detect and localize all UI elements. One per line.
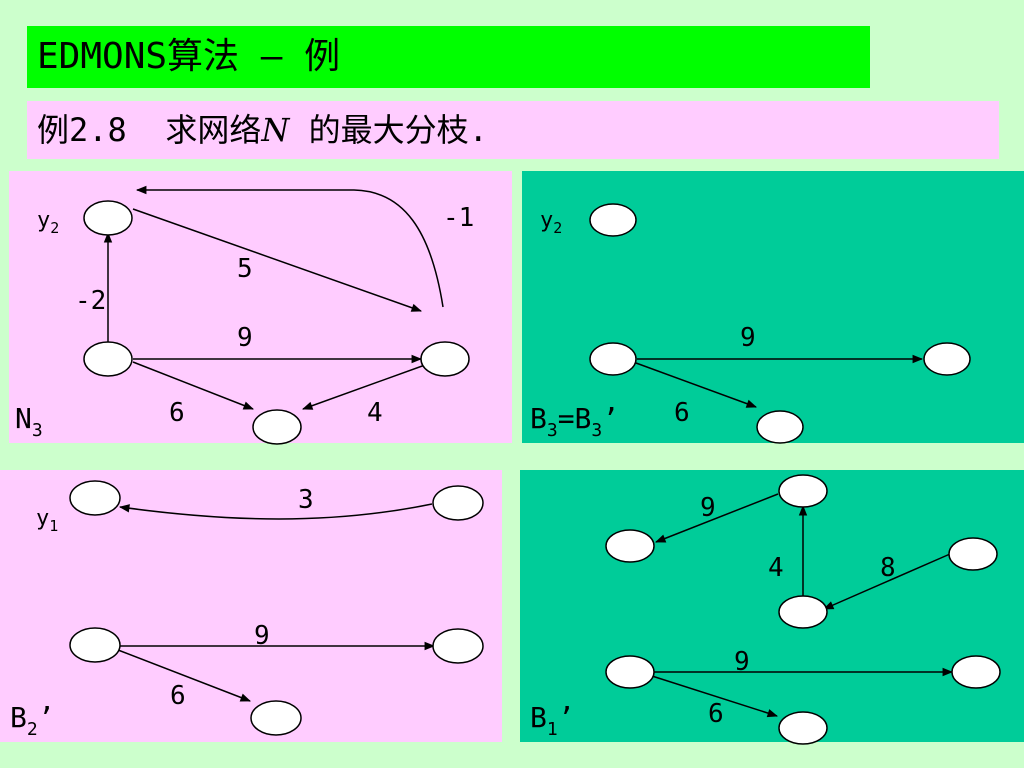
vertex-n3-bottom <box>252 409 302 445</box>
vertex-b3-bottom <box>756 410 804 444</box>
example-statement: 例2.8 求网络N 的最大分枝. <box>27 101 999 159</box>
edge-b1-right-mid <box>823 553 951 610</box>
vertex-b2-bottom <box>250 700 302 736</box>
vertex-b1-bottom <box>778 711 828 745</box>
edge-b1-top-left <box>655 493 779 543</box>
example-suffix: 的最大分枝. <box>289 111 488 149</box>
slide-title: EDMONS算法 – 例 <box>27 26 870 88</box>
edge-b1-left-bottom <box>651 675 779 718</box>
weight-n3-top: -1 <box>443 203 474 233</box>
vertex-n3-left <box>83 341 133 377</box>
example-prefix: 例2.8 求网络 <box>37 111 262 149</box>
vertex-b2-right <box>432 485 484 521</box>
weight-b1-6: 6 <box>708 699 724 729</box>
weight-n3-9: 9 <box>237 323 253 353</box>
edge-b3-left-bottom <box>635 362 757 408</box>
graph-b1: 9 4 8 9 6 B1’ <box>530 474 1001 745</box>
vertex-b1-left2 <box>605 655 655 689</box>
panel-label-n3: N3 <box>15 402 43 441</box>
graph-n3: y2 -1 5 -2 9 6 4 N3 <box>15 185 474 445</box>
vertex-b1-left <box>605 529 655 563</box>
panel-b3: y2 9 6 B3=B3’ <box>522 171 1024 444</box>
weight-b1-9b: 9 <box>734 647 750 677</box>
weight-b1-8: 8 <box>880 553 896 583</box>
weight-b2-6: 6 <box>170 681 186 711</box>
vertex-n3-y2 <box>83 200 133 236</box>
vertex-b2-left <box>69 627 121 663</box>
panel-label-b2: B2’ <box>10 701 55 740</box>
edge-b2-left-bottom <box>117 649 251 702</box>
edge-n3-right-bottom <box>302 364 426 410</box>
edge-n3-left-bottom <box>132 361 254 410</box>
vertex-b3-right <box>923 342 971 376</box>
vertex-b3-left <box>589 342 637 376</box>
weight-b2-3: 3 <box>298 485 314 515</box>
weight-n3-left: -2 <box>75 286 106 316</box>
vertex-label-b3-y2: y2 <box>540 208 562 237</box>
weight-b1-4: 4 <box>768 553 784 583</box>
weight-n3-5: 5 <box>237 254 253 284</box>
vertex-b1-mid <box>778 595 828 629</box>
vertex-b3-y2 <box>589 203 637 237</box>
panel-n3: y2 -1 5 -2 9 6 4 N3 <box>9 171 512 445</box>
graph-b2: y1 3 9 6 B2’ <box>10 480 484 740</box>
weight-n3-6: 6 <box>169 398 185 428</box>
panel-label-b3: B3=B3’ <box>530 402 619 441</box>
graph-b3: y2 9 6 B3=B3’ <box>530 203 971 444</box>
vertex-b1-right2 <box>951 655 1001 689</box>
weight-n3-4: 4 <box>367 398 383 428</box>
panel-label-b1: B1’ <box>530 701 575 740</box>
weight-b3-6: 6 <box>674 398 690 428</box>
vertex-label-n3-y2: y2 <box>37 208 59 237</box>
example-network-var: N <box>261 111 290 149</box>
weight-b2-9: 9 <box>254 621 270 651</box>
edge-b2-right-y1 <box>118 503 433 520</box>
vertex-label-b2-y1: y1 <box>36 506 58 535</box>
vertex-b2-right2 <box>432 628 484 664</box>
weight-b1-9a: 9 <box>700 493 716 523</box>
weight-b3-9: 9 <box>740 323 756 353</box>
panel-b2: y1 3 9 6 B2’ <box>0 470 502 742</box>
edge-n3-y2-right <box>132 208 422 312</box>
vertex-b1-right <box>948 537 998 571</box>
vertex-b1-top <box>778 474 828 508</box>
vertex-b2-y1 <box>69 480 121 516</box>
edge-n3-top-curve <box>135 185 444 308</box>
vertex-n3-right <box>420 341 470 377</box>
panel-b1: 9 4 8 9 6 B1’ <box>520 470 1024 745</box>
